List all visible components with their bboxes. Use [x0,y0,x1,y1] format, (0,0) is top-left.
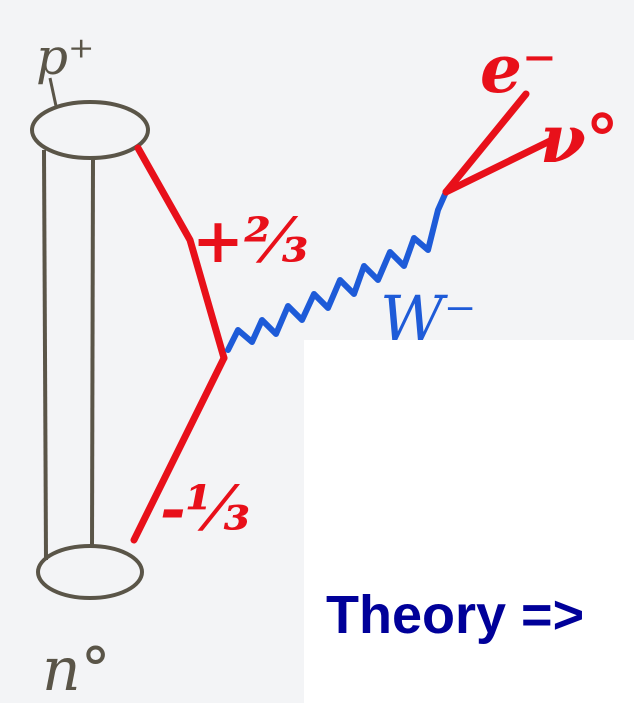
tube-right-line [92,158,93,548]
neutrino-label: ν° [540,100,619,178]
electron-label: e⁻ [480,30,557,108]
caption-panel [304,340,634,703]
proton-ellipse [32,102,148,158]
proton-label: p⁺ [36,28,94,86]
up-quark-charge: +⅔ [192,204,308,277]
neutrino-line [446,140,552,192]
neutron-ellipse [38,546,142,598]
theory-caption: Theory => [326,588,584,642]
neutron-label: n° [42,635,111,703]
tube-left-line [44,150,46,560]
electron-line [446,94,526,192]
down-quark-charge: -⅓ [160,472,250,545]
